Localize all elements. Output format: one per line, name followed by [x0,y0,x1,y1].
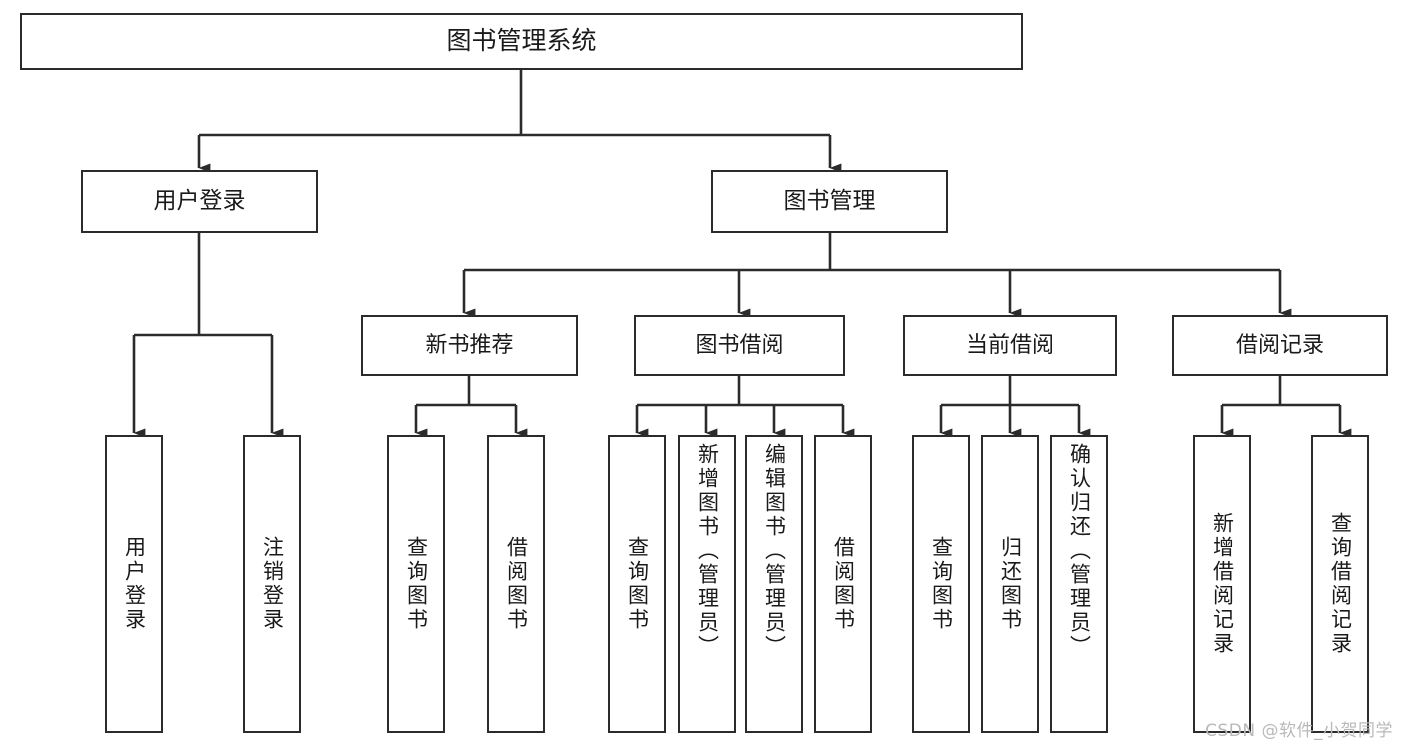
leaf-user-login-login[interactable]: 用户登录 [105,435,163,733]
node-label: 当前借阅 [965,332,1054,358]
node-current-borrow[interactable]: 当前借阅 [903,315,1117,376]
leaf-current-return-book[interactable]: 归还图书 [981,435,1039,733]
node-label: 新书推荐 [425,332,514,358]
node-label: 确认归还（管理员） [1067,443,1092,659]
leaf-borrow-edit-book-admin[interactable]: 编辑图书（管理员） [745,435,803,733]
node-root-system[interactable]: 图书管理系统 [20,13,1023,70]
leaf-record-query-record[interactable]: 查询借阅记录 [1311,435,1369,733]
node-label: 用户登录 [153,188,246,215]
watermark-text: CSDN @软件_小贺同学 [1205,721,1393,741]
node-label: 查询图书 [625,536,650,632]
node-label: 借阅记录 [1235,332,1324,358]
node-label: 新增图书（管理员） [695,443,720,659]
node-book-borrow[interactable]: 图书借阅 [634,315,845,376]
leaf-recommend-borrow-book[interactable]: 借阅图书 [487,435,545,733]
leaf-user-login-logout[interactable]: 注销登录 [243,435,301,733]
node-label: 编辑图书（管理员） [762,443,787,659]
leaf-record-add-record[interactable]: 新增借阅记录 [1193,435,1251,733]
leaf-borrow-borrow-book[interactable]: 借阅图书 [814,435,872,733]
node-label: 注销登录 [260,536,285,632]
node-label: 图书借阅 [695,332,784,358]
node-label: 用户登录 [122,536,147,632]
node-label: 查询图书 [404,536,429,632]
leaf-recommend-query-book[interactable]: 查询图书 [387,435,445,733]
leaf-current-confirm-return-admin[interactable]: 确认归还（管理员） [1050,435,1108,733]
leaf-current-query-book[interactable]: 查询图书 [912,435,970,733]
node-label: 图书管理 [783,188,876,215]
node-label: 归还图书 [998,536,1023,632]
node-user-login[interactable]: 用户登录 [81,170,318,233]
node-label: 借阅图书 [504,536,529,632]
node-label: 查询图书 [929,536,954,632]
node-book-management[interactable]: 图书管理 [711,170,948,233]
node-new-book-recommend[interactable]: 新书推荐 [361,315,578,376]
node-label: 图书管理系统 [446,26,597,56]
leaf-borrow-query-book[interactable]: 查询图书 [608,435,666,733]
node-borrow-record[interactable]: 借阅记录 [1172,315,1388,376]
node-label: 查询借阅记录 [1328,512,1353,656]
leaf-borrow-add-book-admin[interactable]: 新增图书（管理员） [678,435,736,733]
node-label: 新增借阅记录 [1210,512,1235,656]
node-label: 借阅图书 [831,536,856,632]
